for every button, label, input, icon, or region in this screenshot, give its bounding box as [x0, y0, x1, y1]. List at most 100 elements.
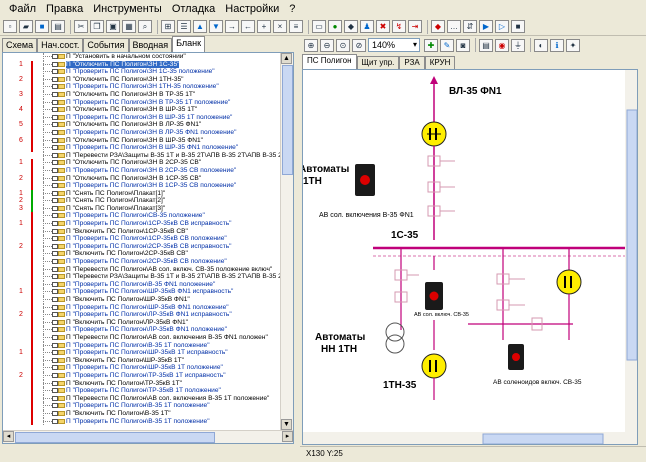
tree-row[interactable]: П "Проверить ПС Полигон\ЗН 1ТН-35 положе…	[3, 83, 281, 91]
step-checkbox[interactable]	[52, 167, 58, 173]
tree-row[interactable]: П "Проверить ПС Полигон\ЗН 1С-35 положен…	[3, 68, 281, 76]
canvas-vscroll-thumb[interactable]	[626, 109, 637, 361]
globe-icon[interactable]: ●	[328, 20, 342, 33]
tree-row[interactable]: П "Включить ПС Полигон\ШР-35кВ 1Т"	[3, 356, 281, 365]
tab-krun[interactable]: КРУН	[424, 56, 456, 69]
tree-row[interactable]: П "Проверить ПС Полигон\ТР-35кВ 1Т полож…	[3, 387, 281, 395]
step-checkbox[interactable]	[52, 183, 58, 189]
camera-icon[interactable]: ◙	[456, 38, 470, 52]
disconnector-icon[interactable]	[394, 291, 408, 303]
step-over-icon[interactable]: ▷	[495, 20, 509, 33]
step-checkbox[interactable]	[52, 228, 58, 234]
indent-icon[interactable]: →	[225, 20, 239, 33]
move-up-icon[interactable]: ▲	[193, 20, 207, 33]
disconnector-icon[interactable]	[531, 317, 543, 331]
step-checkbox[interactable]	[52, 190, 58, 196]
scroll-right-icon[interactable]: ▸	[282, 431, 293, 442]
horizontal-scrollbar[interactable]: ◂ ▸	[3, 430, 293, 443]
tree-row[interactable]: П "Перевести ПС Полигон\АВ сол. включ. С…	[3, 265, 281, 274]
step-checkbox[interactable]	[52, 114, 58, 120]
step-checkbox[interactable]	[52, 334, 58, 340]
zoom-select[interactable]: 140%	[368, 38, 420, 52]
tree-row[interactable]: П "Перевести РЗА\Защиты В-35 1Т и В-35 2…	[3, 151, 281, 160]
step-checkbox[interactable]	[52, 274, 58, 280]
step-checkbox[interactable]	[52, 281, 58, 287]
paste-special-icon[interactable]: ▦	[122, 20, 136, 33]
tree-row[interactable]: П "Проверить ПС Полигон\ЗН В ШР-35 1Т по…	[3, 113, 281, 122]
insert-icon[interactable]: +	[257, 20, 271, 33]
tree-view-icon[interactable]: ⊞	[161, 20, 175, 33]
step-checkbox[interactable]	[52, 312, 58, 318]
alarm-icon[interactable]: ◉	[495, 38, 509, 52]
tree-row[interactable]: П "Проверить ПС Полигон\ШР-35кВ 1Т полож…	[3, 364, 281, 372]
move-down-icon[interactable]: ▼	[209, 20, 223, 33]
canvas-hscroll-thumb[interactable]	[482, 433, 604, 444]
breaker-sv-icon[interactable]	[556, 269, 582, 295]
step-checkbox[interactable]	[52, 205, 58, 211]
layers-icon[interactable]: ▤	[479, 38, 493, 52]
step-checkbox[interactable]	[52, 304, 58, 310]
jump-icon[interactable]: ⇥	[408, 20, 422, 33]
menu-settings[interactable]: Настройки	[225, 3, 280, 15]
run-icon[interactable]: ▶	[479, 20, 493, 33]
step-checkbox[interactable]	[52, 395, 58, 401]
scroll-thumb[interactable]	[15, 432, 215, 443]
step-checkbox[interactable]	[52, 243, 58, 249]
tree-row[interactable]: П "Перевести РЗА\Защиты В-35 1Т и В-35 2…	[3, 273, 281, 281]
step-checkbox[interactable]	[52, 327, 58, 333]
tree-row[interactable]: П "Проверить ПС Полигон\2СР-35кВ СВ поло…	[3, 258, 281, 266]
step-checkbox[interactable]	[52, 152, 58, 158]
step-checkbox[interactable]	[52, 198, 58, 204]
step-checkbox[interactable]	[52, 76, 58, 82]
step-checkbox[interactable]	[52, 61, 58, 67]
new-file-icon[interactable]: ▫	[3, 20, 17, 33]
tree-row[interactable]: П "Проверить ПС Полигон\ЗН В 1СР-35 СВ п…	[3, 182, 281, 190]
tree-row[interactable]: П "Перевести ПС Полигон\АВ сол. включени…	[3, 394, 281, 403]
step-icon[interactable]: ⇵	[463, 20, 477, 33]
palette-icon[interactable]: ◐	[534, 38, 548, 52]
menu-edit[interactable]: Правка	[46, 3, 84, 15]
step-checkbox[interactable]	[52, 372, 58, 378]
tree-row[interactable]: П "Проверить ПС Полигон\ЗН В 2СР-35 СВ п…	[3, 166, 281, 175]
step-checkbox[interactable]	[52, 319, 58, 325]
zoom-out-icon[interactable]: ⊖	[320, 38, 334, 52]
lamp-icon[interactable]: ✦	[566, 38, 580, 52]
transformer-icon[interactable]	[385, 322, 405, 342]
more-icon[interactable]: …	[447, 20, 461, 33]
delete-icon[interactable]: ×	[273, 20, 287, 33]
disk-icon[interactable]: ◆	[344, 20, 358, 33]
scroll-up-icon[interactable]: ▲	[281, 53, 292, 64]
menu-file[interactable]: Файл	[9, 3, 37, 15]
vertical-scrollbar[interactable]: ▲ ▼	[280, 53, 293, 430]
open-folder-icon[interactable]: ▰	[19, 20, 33, 33]
step-checkbox[interactable]	[52, 357, 58, 363]
tree-row[interactable]: П "Проверить ПС Полигон\ЗН В ЛР-35 ФN1 п…	[3, 128, 281, 137]
tree-row[interactable]: П "Проверить ПС Полигон\ЗН В ТР-35 1Т по…	[3, 98, 281, 107]
tab-control-board[interactable]: Щит упр.	[356, 56, 400, 69]
tab-rza[interactable]: РЗА	[399, 56, 425, 69]
tree-row[interactable]: П "Включить ПС Полигон\В-35 1Т"	[3, 409, 281, 418]
error-arrow-icon[interactable]: ✖	[376, 20, 390, 33]
substation-scheme-canvas[interactable]: ВЛ-35 ФN1 Автоматы 1ТН АВ сол. включения…	[302, 69, 638, 445]
tree-row[interactable]: П "Проверить ПС Полигон\В-35 ФN1 положен…	[3, 280, 281, 289]
tab-events[interactable]: События	[83, 38, 129, 52]
tree-row[interactable]: П "Установить в начальном состоянии"	[3, 53, 281, 61]
step-checkbox[interactable]	[52, 107, 58, 113]
stop-icon[interactable]: ■	[511, 20, 525, 33]
step-checkbox[interactable]	[52, 213, 58, 219]
step-checkbox[interactable]	[52, 54, 58, 59]
step-checkbox[interactable]	[52, 145, 58, 151]
find-icon[interactable]: ⌕	[138, 20, 152, 33]
